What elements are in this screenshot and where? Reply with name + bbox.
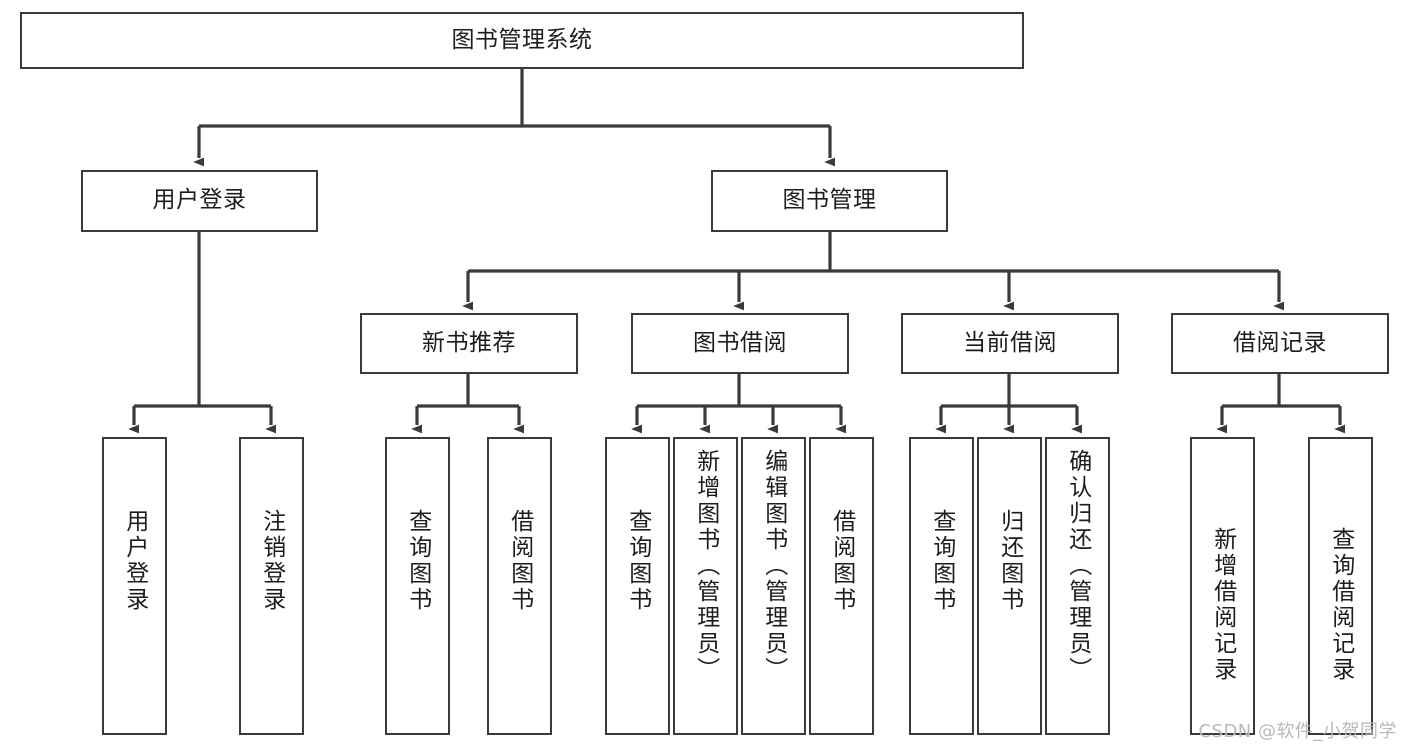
node-leaf-user-logout[interactable]: 注销登录 xyxy=(239,437,304,735)
node-leaf-borrow-book-2-label: 借阅图书 xyxy=(828,509,855,613)
node-user-login[interactable]: 用户登录 xyxy=(81,170,318,232)
node-user-login-label: 用户登录 xyxy=(152,187,247,214)
node-leaf-add-record[interactable]: 新增借阅记录 xyxy=(1190,437,1255,735)
node-leaf-query-record[interactable]: 查询借阅记录 xyxy=(1308,437,1373,735)
node-leaf-user-logout-label: 注销登录 xyxy=(258,509,285,613)
node-leaf-borrow-book-2[interactable]: 借阅图书 xyxy=(809,437,874,735)
node-current-borrow-label: 当前借阅 xyxy=(963,329,1057,356)
node-leaf-user-login[interactable]: 用户登录 xyxy=(102,437,167,735)
node-leaf-query-book-1-label: 查询图书 xyxy=(404,509,431,613)
node-current-borrow[interactable]: 当前借阅 xyxy=(901,313,1119,374)
node-leaf-add-book[interactable]: 新增图书（管理员） xyxy=(673,437,738,735)
node-leaf-confirm-return[interactable]: 确认归还（管理员） xyxy=(1045,437,1110,735)
node-leaf-query-record-label: 查询借阅记录 xyxy=(1327,527,1354,683)
node-leaf-add-book-label: 新增图书（管理员） xyxy=(692,449,719,683)
node-book-management-label: 图书管理 xyxy=(782,187,877,214)
node-leaf-query-book-3[interactable]: 查询图书 xyxy=(909,437,974,735)
node-leaf-confirm-return-label: 确认归还（管理员） xyxy=(1064,449,1091,683)
node-leaf-edit-book-label: 编辑图书（管理员） xyxy=(760,449,787,683)
node-borrow-record-label: 借阅记录 xyxy=(1233,329,1327,356)
node-leaf-query-book-2[interactable]: 查询图书 xyxy=(605,437,670,735)
node-book-management[interactable]: 图书管理 xyxy=(711,170,948,232)
node-new-book-recommend[interactable]: 新书推荐 xyxy=(360,313,578,374)
node-borrow-record[interactable]: 借阅记录 xyxy=(1171,313,1389,374)
watermark-text: CSDN @软件_小贺同学 xyxy=(1198,721,1397,742)
node-leaf-query-book-2-label: 查询图书 xyxy=(624,509,651,613)
node-leaf-return-book[interactable]: 归还图书 xyxy=(977,437,1042,735)
node-root-system-label: 图书管理系统 xyxy=(451,26,593,53)
node-leaf-query-book-3-label: 查询图书 xyxy=(928,509,955,613)
node-book-borrow[interactable]: 图书借阅 xyxy=(631,313,849,374)
node-leaf-borrow-book-1[interactable]: 借阅图书 xyxy=(487,437,552,735)
node-leaf-user-login-label: 用户登录 xyxy=(121,509,148,613)
node-new-book-recommend-label: 新书推荐 xyxy=(422,329,516,356)
node-leaf-query-book-1[interactable]: 查询图书 xyxy=(385,437,450,735)
node-root-system[interactable]: 图书管理系统 xyxy=(20,12,1024,69)
node-leaf-add-record-label: 新增借阅记录 xyxy=(1209,527,1236,683)
node-leaf-return-book-label: 归还图书 xyxy=(996,509,1023,613)
node-leaf-borrow-book-1-label: 借阅图书 xyxy=(506,509,533,613)
node-book-borrow-label: 图书借阅 xyxy=(693,329,787,356)
node-leaf-edit-book[interactable]: 编辑图书（管理员） xyxy=(741,437,806,735)
